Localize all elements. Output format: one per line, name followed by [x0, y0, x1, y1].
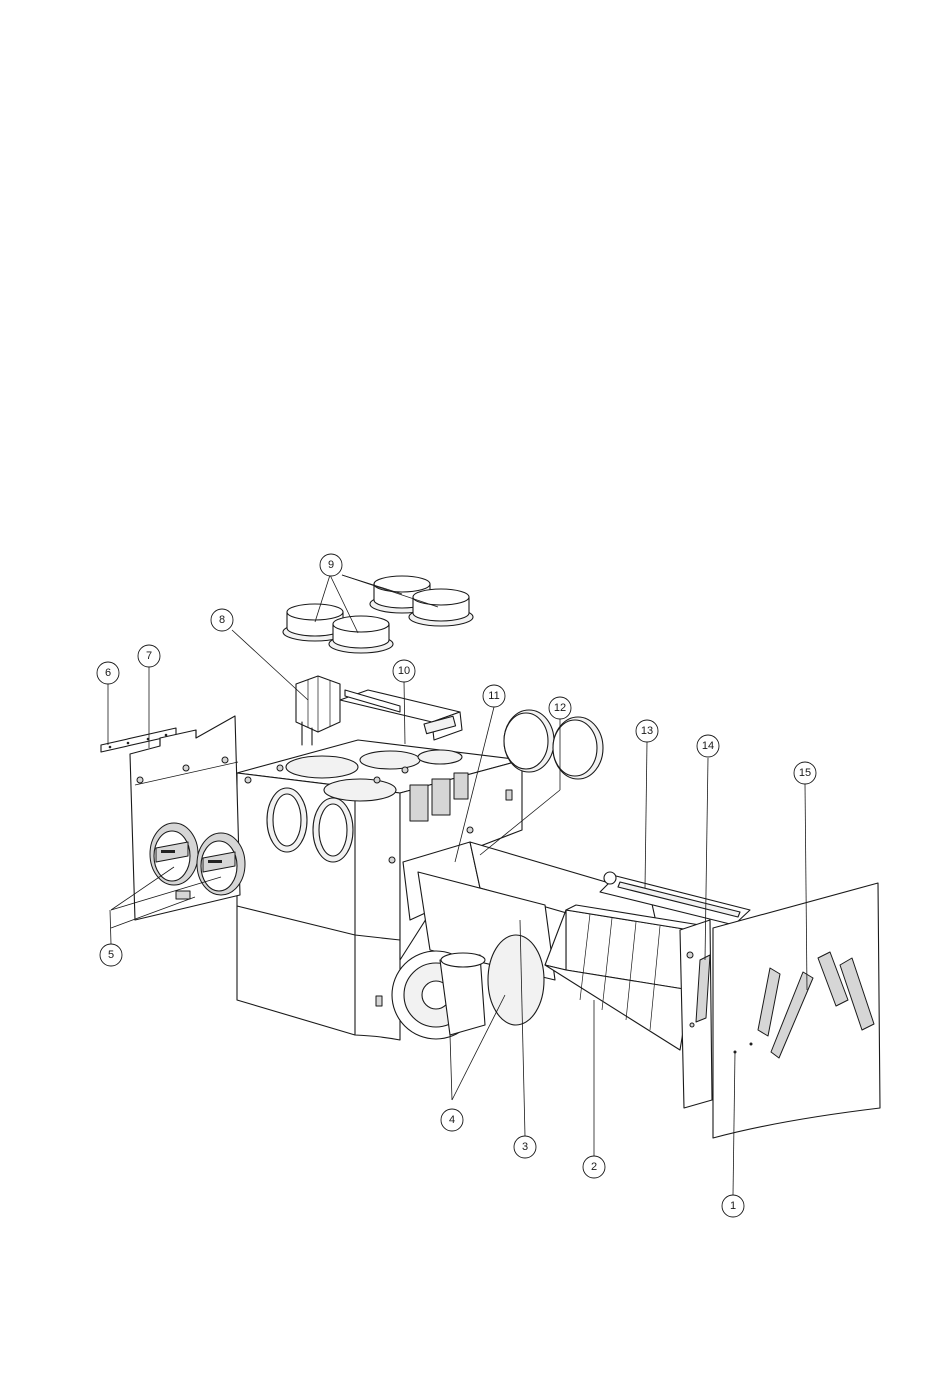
callout-7-label: 7: [146, 650, 152, 662]
front-door-panel: [713, 883, 880, 1138]
callout-9-label: 9: [328, 559, 334, 571]
callout-15: 15: [794, 762, 816, 784]
callout-7: 7: [138, 645, 160, 667]
heat-exchanger: [545, 905, 700, 1050]
callout-2-label: 2: [591, 1161, 597, 1173]
spigot-collars: [283, 576, 473, 653]
callout-5: 5: [100, 944, 122, 966]
spigot-collar: [329, 616, 393, 653]
callout-8: 8: [211, 609, 233, 631]
callout-1: 1: [722, 1195, 744, 1217]
callout-11: 11: [483, 685, 505, 707]
callout-13: 13: [636, 720, 658, 742]
callout-4-label: 4: [449, 1114, 455, 1126]
callout-1-label: 1: [730, 1200, 736, 1212]
controller-housing: [340, 690, 462, 740]
callout-9: 9: [320, 554, 342, 576]
callout-3: 3: [514, 1136, 536, 1158]
callout-14: 14: [697, 735, 719, 757]
spigot-collar: [409, 589, 473, 626]
callout-8-label: 8: [219, 614, 225, 626]
callout-6-label: 6: [105, 667, 111, 679]
callout-10-label: 10: [398, 665, 410, 677]
callout-12-label: 12: [554, 702, 566, 714]
filter-panel: [680, 920, 712, 1108]
callout-6: 6: [97, 662, 119, 684]
callout-5-label: 5: [108, 949, 114, 961]
callout-13-label: 13: [641, 725, 653, 737]
callout-11-label: 11: [488, 690, 499, 702]
callout-3-label: 3: [522, 1141, 528, 1153]
callout-15-label: 15: [799, 767, 811, 779]
valve: [150, 823, 198, 885]
callout-12: 12: [549, 697, 571, 719]
duct-bracket: [296, 676, 340, 745]
callout-4: 4: [441, 1109, 463, 1131]
discs: [504, 710, 603, 779]
valve: [197, 833, 245, 895]
callout-14-label: 14: [702, 740, 714, 752]
callout-10: 10: [393, 660, 415, 682]
callout-2: 2: [583, 1156, 605, 1178]
